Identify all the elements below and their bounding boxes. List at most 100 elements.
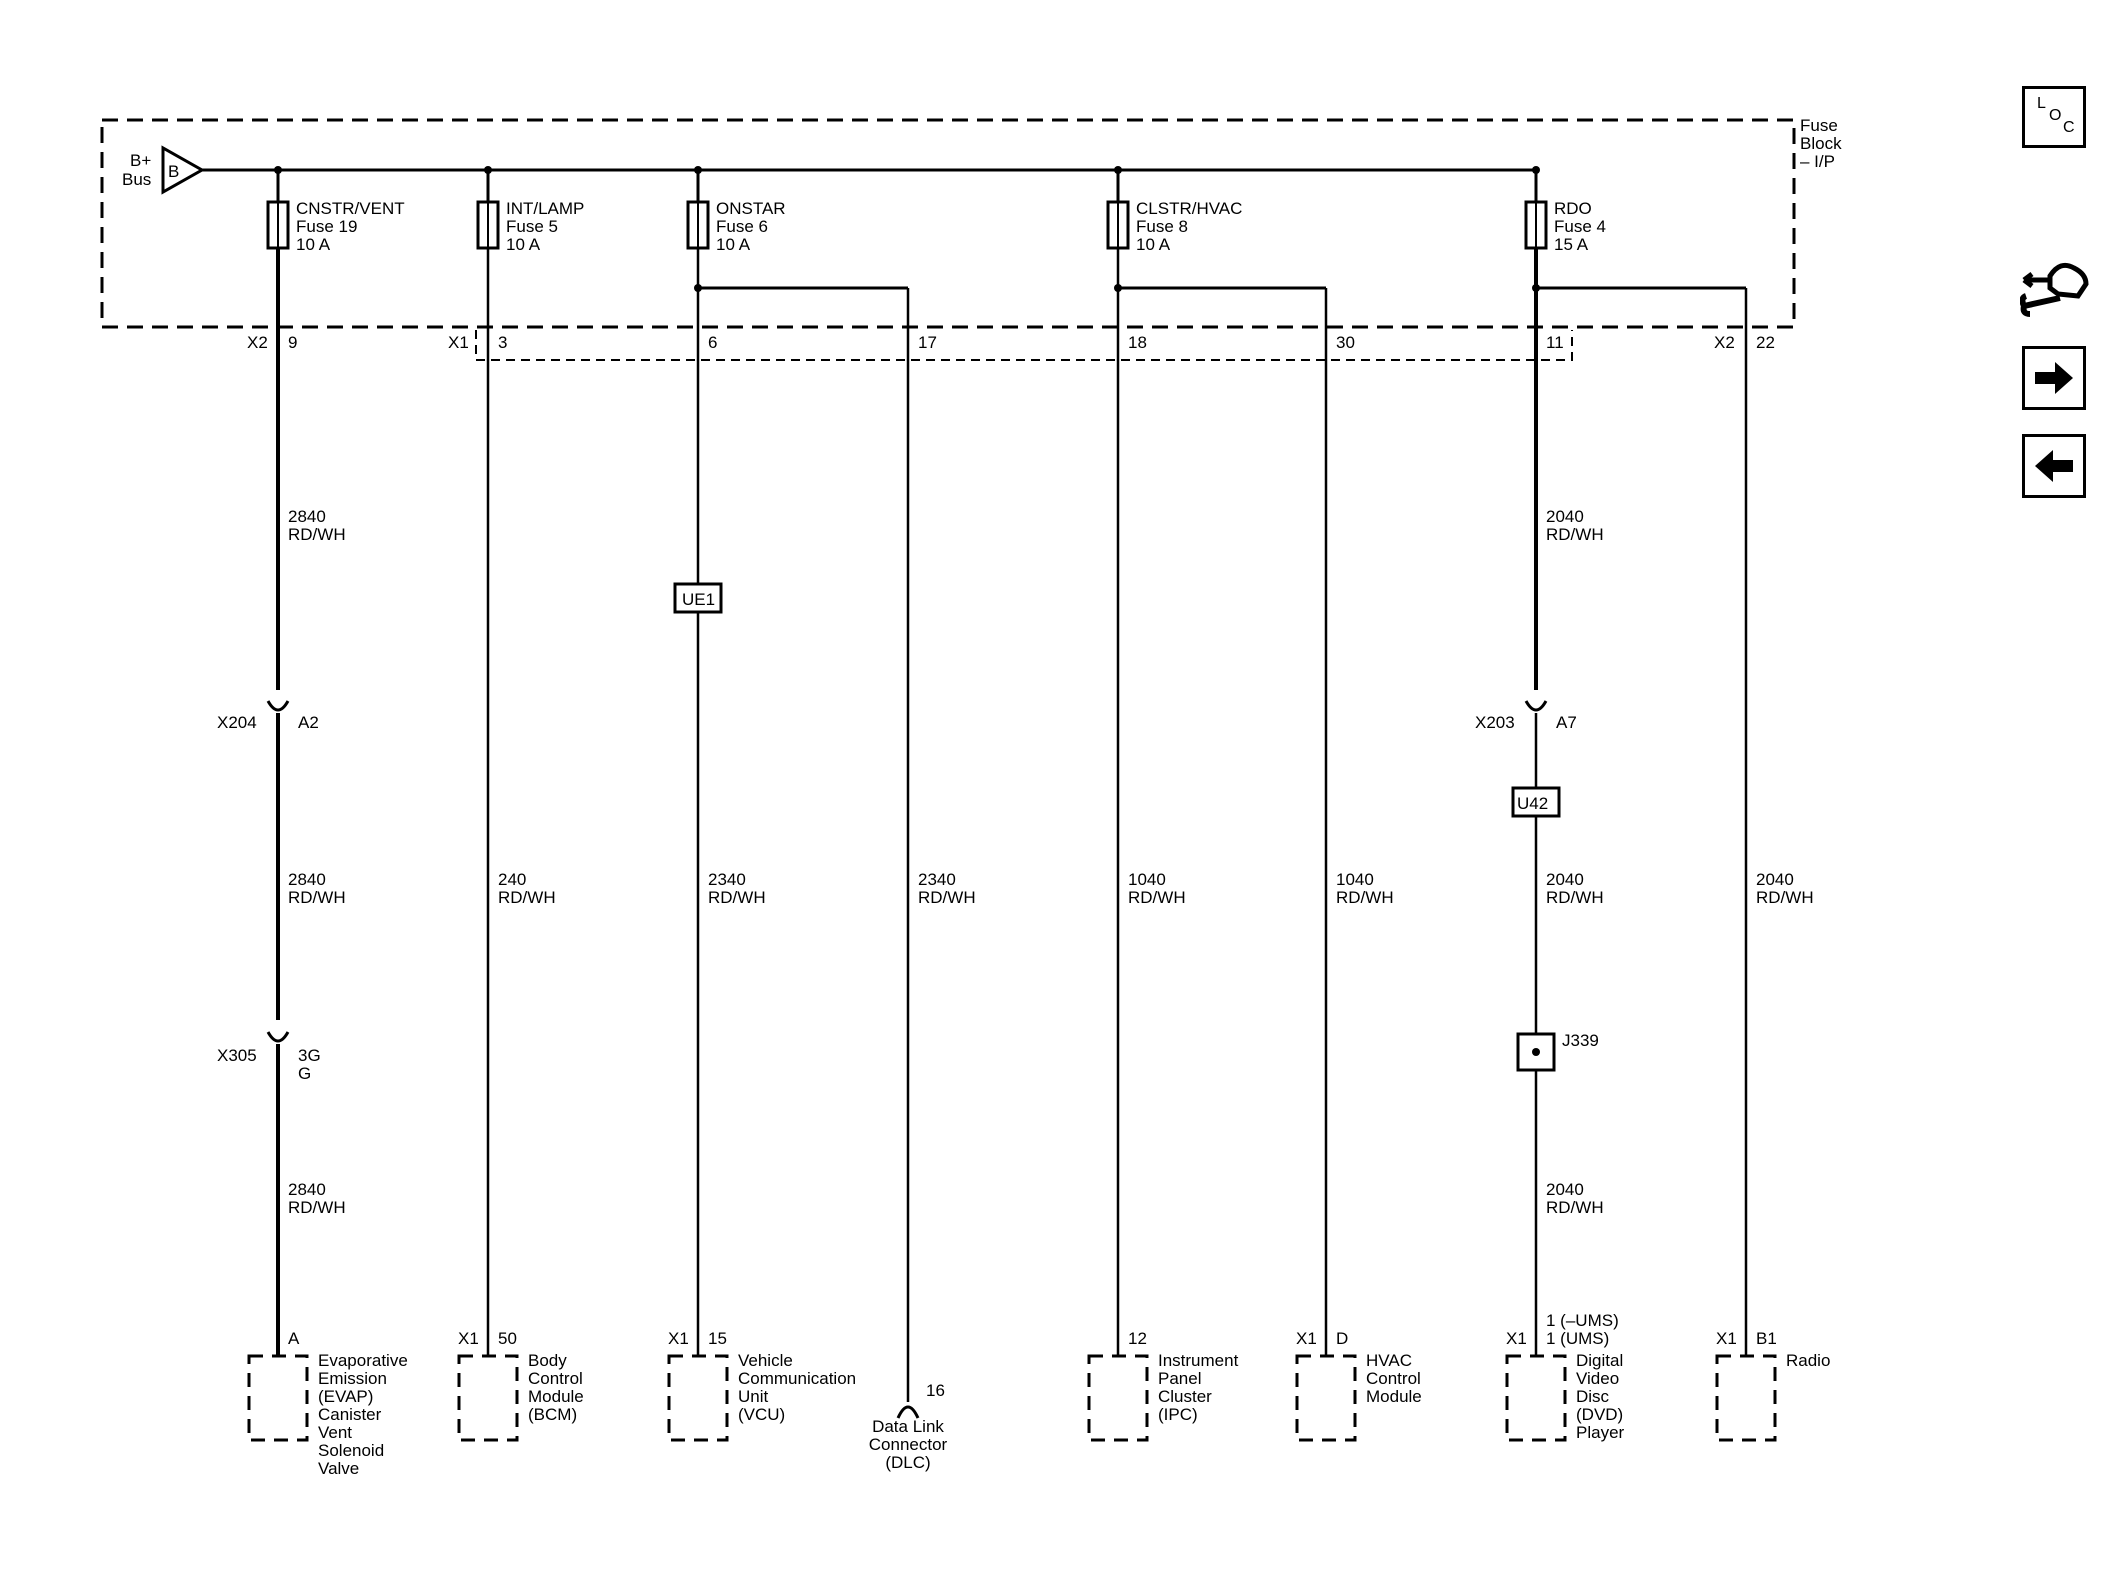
component-label: Unit (738, 1387, 769, 1406)
component-connector: X1 (458, 1329, 479, 1348)
inline-connector-x204 (266, 700, 290, 712)
bus-symbol: B (168, 162, 179, 181)
fuse-label-rating: 15 A (1554, 235, 1589, 254)
forward-button[interactable] (2022, 346, 2086, 410)
component-label: (BCM) (528, 1405, 577, 1424)
component-label: (DLC) (885, 1453, 930, 1472)
component-label: Cluster (1158, 1387, 1212, 1406)
inline-connector-name: X305 (217, 1046, 257, 1065)
component-label: Module (528, 1387, 584, 1406)
component-label: Digital (1576, 1351, 1623, 1370)
pin-label: 18 (1128, 333, 1147, 352)
splice-u42: U42 (1517, 794, 1548, 813)
wire-color: RD/WH (1756, 888, 1814, 907)
wire-color: RD/WH (708, 888, 766, 907)
component-label: HVAC (1366, 1351, 1412, 1370)
component-vcu-box (667, 1354, 729, 1442)
wrench-hand-icon[interactable] (2019, 248, 2094, 328)
component-label: Communication (738, 1369, 856, 1388)
component-pin: D (1336, 1329, 1348, 1348)
connector-label: X1 (448, 333, 469, 352)
component-connector: X1 (1296, 1329, 1317, 1348)
splice-j339: J339 (1562, 1031, 1599, 1050)
fuse-label-rating: 10 A (296, 235, 331, 254)
fuse-onstar (686, 170, 710, 250)
component-label: (EVAP) (318, 1387, 373, 1406)
wire-color: RD/WH (498, 888, 556, 907)
splice-ue1: UE1 (682, 590, 715, 609)
wire-color: RD/WH (1128, 888, 1186, 907)
arrow-right-icon (2035, 362, 2073, 394)
component-pin: B1 (1756, 1329, 1777, 1348)
wire-gauge: 2840 (288, 507, 326, 526)
fuse-label-rating: 10 A (716, 235, 751, 254)
bus-label-1: B+ (130, 151, 151, 170)
location-button[interactable]: L O C (2022, 86, 2086, 148)
fuse-label-name: RDO (1554, 199, 1592, 218)
component-label: Vent (318, 1423, 352, 1442)
dlc-terminal (896, 1405, 920, 1419)
wire-gauge: 240 (498, 870, 526, 889)
inline-connector-pin: A7 (1556, 713, 1577, 732)
component-label: Module (1366, 1387, 1422, 1406)
component-bcm-box (457, 1354, 519, 1442)
component-label: Instrument (1158, 1351, 1239, 1370)
component-dvd-box (1505, 1354, 1567, 1442)
component-connector: X1 (1716, 1329, 1737, 1348)
fuse-block-label-2: Block (1800, 134, 1842, 153)
fuse-block-label-1: Fuse (1800, 116, 1838, 135)
arrow-left-icon (2035, 450, 2073, 482)
component-label: Control (528, 1369, 583, 1388)
fuse-label-name: INT/LAMP (506, 199, 584, 218)
component-pin: 1 (UMS) (1546, 1329, 1609, 1348)
wire-gauge: 1040 (1336, 870, 1374, 889)
fuse-label-rating: 10 A (1136, 235, 1171, 254)
component-label: Radio (1786, 1351, 1830, 1370)
component-label: Control (1366, 1369, 1421, 1388)
component-pin: A (288, 1329, 300, 1348)
pin-label: 22 (1756, 333, 1775, 352)
fuse-label-name: CNSTR/VENT (296, 199, 405, 218)
component-label: Video (1576, 1369, 1619, 1388)
component-label: Canister (318, 1405, 382, 1424)
wire-color: RD/WH (918, 888, 976, 907)
back-button[interactable] (2022, 434, 2086, 498)
fuse-label-number: Fuse 8 (1136, 217, 1188, 236)
component-label: Connector (869, 1435, 948, 1454)
component-label: Panel (1158, 1369, 1201, 1388)
component-label: (IPC) (1158, 1405, 1198, 1424)
wire-gauge: 2840 (288, 1180, 326, 1199)
wire-color: RD/WH (1546, 1198, 1604, 1217)
component-label: Vehicle (738, 1351, 793, 1370)
fuse-rdo (1524, 170, 1548, 250)
pin-label: 30 (1336, 333, 1355, 352)
fuse-label-number: Fuse 4 (1554, 217, 1606, 236)
wire-gauge: 2040 (1546, 1180, 1584, 1199)
wire-color: RD/WH (1546, 888, 1604, 907)
wire-gauge: 2840 (288, 870, 326, 889)
wire-gauge: 2340 (708, 870, 746, 889)
pin-label: 11 (1546, 333, 1564, 352)
inline-connector-pin: 3G (298, 1046, 321, 1065)
fuse-block-label-3: – I/P (1800, 152, 1835, 171)
loc-letter-o: O (2049, 107, 2062, 124)
x1-connector-outline (475, 330, 1573, 361)
fuse-int-lamp (476, 170, 500, 250)
fuse-label-number: Fuse 6 (716, 217, 768, 236)
connector-label: X2 (247, 333, 268, 352)
component-connector: X1 (1506, 1329, 1527, 1348)
loc-letter-c: C (2063, 119, 2075, 136)
wire-gauge: 2340 (918, 870, 956, 889)
component-label: Solenoid (318, 1441, 384, 1460)
component-label: Body (528, 1351, 567, 1370)
wire-color: RD/WH (1546, 525, 1604, 544)
connector-label: X2 (1714, 333, 1735, 352)
fuse-cnstr-vent (266, 170, 290, 250)
component-ipc-box (1087, 1354, 1149, 1442)
inline-connector-name: X204 (217, 713, 257, 732)
inline-connector-pin: A2 (298, 713, 319, 732)
pin-label: 17 (918, 333, 937, 352)
component-label: (VCU) (738, 1405, 785, 1424)
component-label: Valve (318, 1459, 359, 1478)
